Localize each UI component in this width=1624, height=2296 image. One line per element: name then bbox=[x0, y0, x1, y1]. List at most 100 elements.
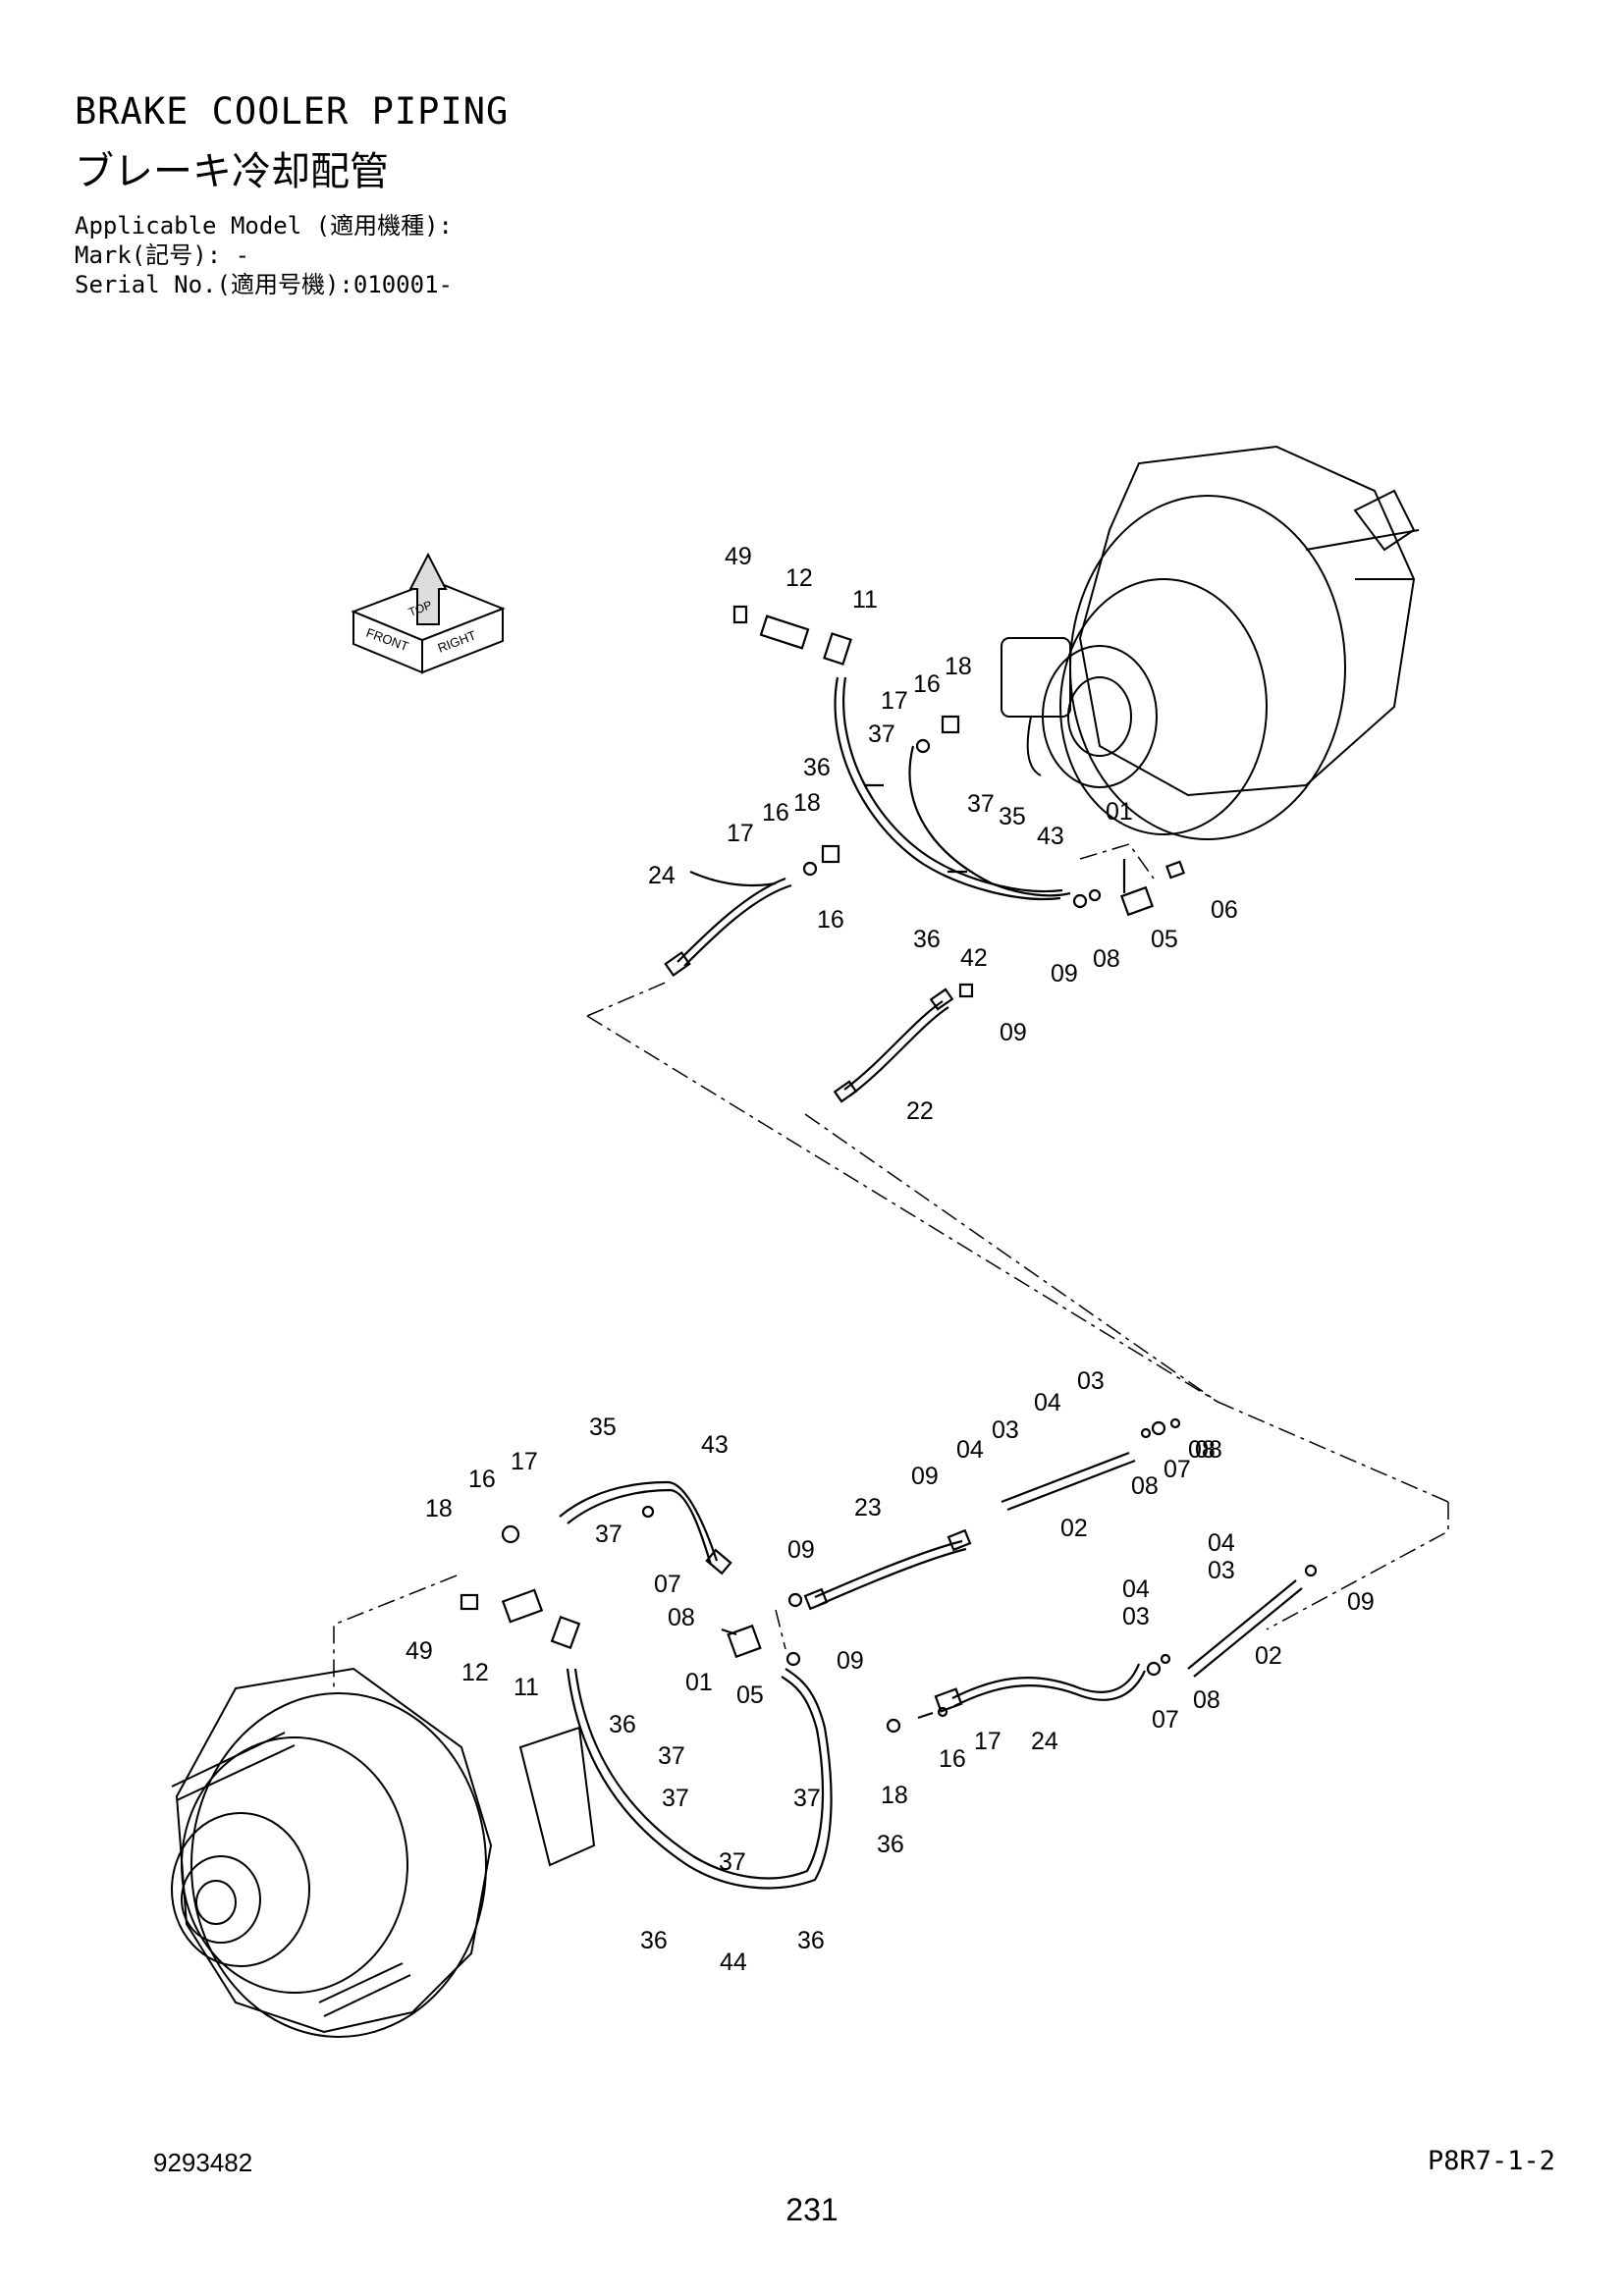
callout-08-e: 08 bbox=[1193, 1686, 1220, 1714]
lower-hub-center bbox=[195, 1880, 237, 1925]
lower-front-cover bbox=[181, 1736, 408, 1994]
part-05-block-lower bbox=[727, 1624, 762, 1659]
part-02-tube-upper bbox=[1001, 1451, 1130, 1504]
callout-37-l5: 37 bbox=[719, 1848, 746, 1876]
callout-02-a: 02 bbox=[1060, 1515, 1088, 1542]
part-11-elbow-lower bbox=[550, 1615, 581, 1650]
callout-36-l2: 36 bbox=[877, 1831, 904, 1858]
callout-37-l2: 37 bbox=[658, 1742, 685, 1770]
part-01-bolt-lower bbox=[721, 1628, 737, 1636]
callout-08: 08 bbox=[1093, 945, 1120, 973]
callout-09-c: 09 bbox=[787, 1536, 815, 1564]
part-22-fitting bbox=[929, 988, 954, 1011]
callout-03-a: 03 bbox=[992, 1416, 1019, 1444]
callout-16-l: 16 bbox=[468, 1466, 496, 1493]
callout-17-l2: 17 bbox=[974, 1728, 1001, 1755]
part-43-hose bbox=[908, 745, 1071, 897]
part-24-end-fitting-lower bbox=[934, 1687, 963, 1713]
part-09-nipple bbox=[958, 983, 974, 998]
callout-23: 23 bbox=[854, 1494, 882, 1522]
lower-housing-drum bbox=[190, 1692, 487, 2038]
callout-05-l: 05 bbox=[736, 1682, 764, 1709]
upper-side-bracket bbox=[1353, 489, 1416, 552]
dashed-leader-24 bbox=[586, 981, 669, 1017]
part-43-fitting-lower bbox=[705, 1548, 732, 1575]
lower-piping bbox=[460, 1417, 1318, 1890]
callout-36-l3: 36 bbox=[640, 1927, 668, 1954]
callout-18b: 18 bbox=[793, 789, 821, 817]
part-22-hose bbox=[843, 1000, 944, 1091]
part-37-bolt-lower bbox=[641, 1505, 655, 1519]
callout-07-a: 07 bbox=[1164, 1456, 1191, 1483]
callout-16b: 16 bbox=[762, 799, 789, 827]
part-24-hose-lower-edge bbox=[953, 1670, 1146, 1707]
part-02-tube-upper-edge bbox=[1006, 1459, 1136, 1512]
callout-24-l: 24 bbox=[1031, 1728, 1058, 1755]
callout-09-a: 09 bbox=[911, 1463, 939, 1490]
dashed-leader-block bbox=[1079, 843, 1155, 880]
part-23-hose-edge bbox=[818, 1547, 967, 1607]
part-44-hose bbox=[566, 1668, 833, 1890]
callout-37: 37 bbox=[868, 721, 895, 748]
part-17-oring-lower bbox=[937, 1706, 948, 1718]
callout-11: 11 bbox=[852, 586, 878, 614]
callout-08-c: 08 bbox=[1188, 1436, 1216, 1464]
part-49-nut bbox=[732, 605, 748, 624]
part-24-hose bbox=[677, 877, 786, 963]
part-24-hose-lower bbox=[951, 1663, 1141, 1699]
lower-dashed-leaders bbox=[333, 1575, 786, 1688]
part-35-hose-lower-edge bbox=[567, 1488, 713, 1566]
callout-04-b: 04 bbox=[1034, 1389, 1061, 1416]
callout-37-l3: 37 bbox=[662, 1785, 689, 1812]
part-18-clamp-b bbox=[821, 844, 840, 864]
part-35-hose-edge bbox=[842, 676, 1063, 893]
part-02-tube-lower bbox=[1187, 1579, 1297, 1670]
callout-07-b: 07 bbox=[654, 1571, 681, 1598]
mark: Mark(記号): - bbox=[75, 241, 250, 269]
callout-49-l: 49 bbox=[406, 1637, 433, 1665]
upper-piping bbox=[664, 605, 1186, 1103]
callout-04-c: 04 bbox=[1208, 1529, 1235, 1557]
dashed-leader-lower-left bbox=[333, 1575, 458, 1688]
upper-gearbox-assembly bbox=[1001, 445, 1420, 840]
upper-hub-inner bbox=[1067, 676, 1132, 757]
callout-12: 12 bbox=[785, 564, 813, 592]
part-16-seal bbox=[915, 738, 931, 754]
callout-07-c: 07 bbox=[1152, 1706, 1179, 1734]
callout-01: 01 bbox=[1106, 798, 1133, 826]
part-11-elbow bbox=[823, 632, 852, 666]
part-22-end-fitting bbox=[833, 1080, 858, 1103]
part-35-hose bbox=[834, 676, 1061, 901]
callout-02-b: 02 bbox=[1255, 1642, 1282, 1670]
callout-16: 16 bbox=[913, 670, 941, 698]
callout-04-d: 04 bbox=[1122, 1575, 1150, 1603]
callout-04-a: 04 bbox=[956, 1436, 984, 1464]
dashed-leader-long-b bbox=[804, 1113, 1218, 1403]
part-09-fitting-lower-mid bbox=[785, 1651, 801, 1667]
part-05-block bbox=[1119, 885, 1155, 917]
part-44-hose-edge bbox=[573, 1668, 825, 1880]
part-07-fitting-lower bbox=[1146, 1661, 1162, 1677]
upper-dashed-leaders bbox=[586, 843, 1449, 1630]
lower-hub-inner bbox=[181, 1855, 261, 1944]
callout-18-l: 18 bbox=[425, 1495, 453, 1522]
callout-09-d: 09 bbox=[837, 1647, 864, 1675]
applicable-model: Applicable Model (適用機種): bbox=[75, 212, 453, 240]
part-16-seal-lower bbox=[917, 1711, 934, 1720]
callout-36-l4: 36 bbox=[797, 1927, 825, 1954]
callout-03-c: 03 bbox=[1208, 1557, 1235, 1584]
part-23-fitting bbox=[947, 1528, 972, 1552]
part-18-clamp-lower bbox=[886, 1718, 901, 1734]
part-09-fitting-lower-right bbox=[1304, 1564, 1318, 1577]
part-22-hose-edge bbox=[849, 1006, 949, 1096]
callout-24: 24 bbox=[648, 862, 676, 889]
part-24-end-fitting bbox=[664, 950, 691, 978]
part-09-fitting-lower-left bbox=[787, 1592, 803, 1608]
part-08-oring-upper bbox=[1140, 1427, 1152, 1439]
callout-37b: 37 bbox=[967, 790, 995, 818]
up-arrow-icon bbox=[408, 552, 448, 625]
lower-flange-plate bbox=[175, 1667, 493, 2034]
lower-shaft-upper bbox=[171, 1732, 286, 1788]
lower-gearbox-assembly bbox=[171, 1667, 596, 2038]
